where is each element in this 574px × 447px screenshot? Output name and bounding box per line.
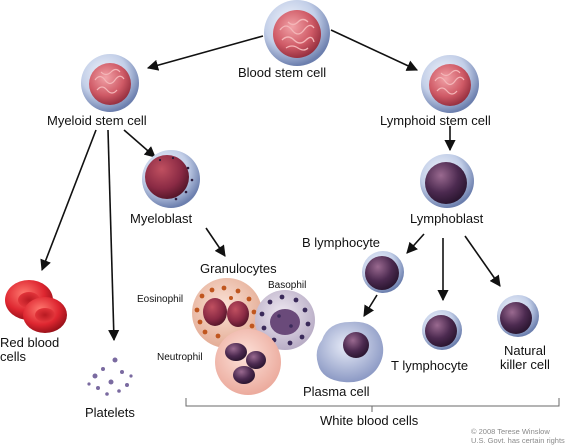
label-red-blood-cells: Red blood cells — [0, 335, 60, 365]
label-granulocytes: Granulocytes — [200, 261, 277, 276]
red-blood-cells — [5, 280, 67, 333]
arrow-stem-to-myeloid — [146, 35, 264, 71]
label-eosinophil: Eosinophil — [137, 294, 184, 305]
myeloblast-cell — [142, 150, 200, 208]
platelets-cells — [87, 357, 133, 396]
label-white-blood-cells: White blood cells — [320, 413, 419, 428]
label-red-blood-cells-line2: cells — [0, 349, 27, 365]
copyright-notice: © 2008 Terese Winslow U.S. Govt. has cer… — [471, 427, 565, 445]
lymphoblast-cell — [420, 154, 474, 208]
copyright-line2: U.S. Govt. has certain rights — [471, 435, 565, 445]
t-lymphocyte-cell — [422, 310, 462, 350]
label-t-lymphocyte: T lymphocyte — [391, 358, 469, 373]
label-neutrophil: Neutrophil — [157, 352, 203, 363]
lymphoid-stem-cell — [421, 55, 479, 113]
arrow-lymphoblast-to-b — [406, 233, 425, 254]
label-myeloid-stem-cell: Myeloid stem cell — [47, 113, 147, 128]
arrow-myeloid-to-myeloblast — [123, 129, 156, 158]
arrow-myeloblast-to-granulocytes — [205, 227, 226, 257]
arrow-stem-to-lymphoid — [330, 29, 419, 71]
plasma-cell — [316, 321, 384, 383]
label-b-lymphocyte: B lymphocyte — [302, 235, 381, 250]
label-blood-stem-cell: Blood stem cell — [238, 65, 327, 80]
arrow-myeloid-to-platelets — [107, 129, 120, 342]
basophil-cell — [255, 290, 315, 350]
label-lymphoid-stem-cell: Lymphoid stem cell — [380, 113, 491, 128]
white-blood-cells-bracket — [185, 398, 560, 407]
label-natural-killer-line1: Natural — [503, 343, 546, 358]
neutrophil-cell — [215, 329, 281, 395]
label-plasma-cell: Plasma cell — [303, 384, 370, 399]
copyright-line1: © 2008 Terese Winslow — [471, 427, 550, 436]
label-red-blood-cells-line1: Red blood — [0, 335, 60, 350]
arrow-b-to-plasma — [363, 294, 378, 317]
label-natural-killer-cell: Natural killer cell — [500, 343, 550, 373]
label-natural-killer-line2: killer cell — [500, 357, 550, 373]
myeloid-stem-cell — [81, 54, 139, 112]
label-myeloblast: Myeloblast — [130, 211, 193, 226]
b-lymphocyte-cell — [362, 251, 404, 293]
natural-killer-cell — [497, 295, 539, 337]
label-basophil: Basophil — [268, 280, 307, 291]
arrows — [40, 29, 501, 342]
label-lymphoblast: Lymphoblast — [410, 211, 484, 226]
arrow-lymphoblast-to-nk — [464, 235, 501, 287]
label-platelets: Platelets — [85, 405, 135, 420]
blood-stem-cell — [264, 0, 330, 66]
arrow-myeloid-to-rbc — [40, 129, 97, 272]
